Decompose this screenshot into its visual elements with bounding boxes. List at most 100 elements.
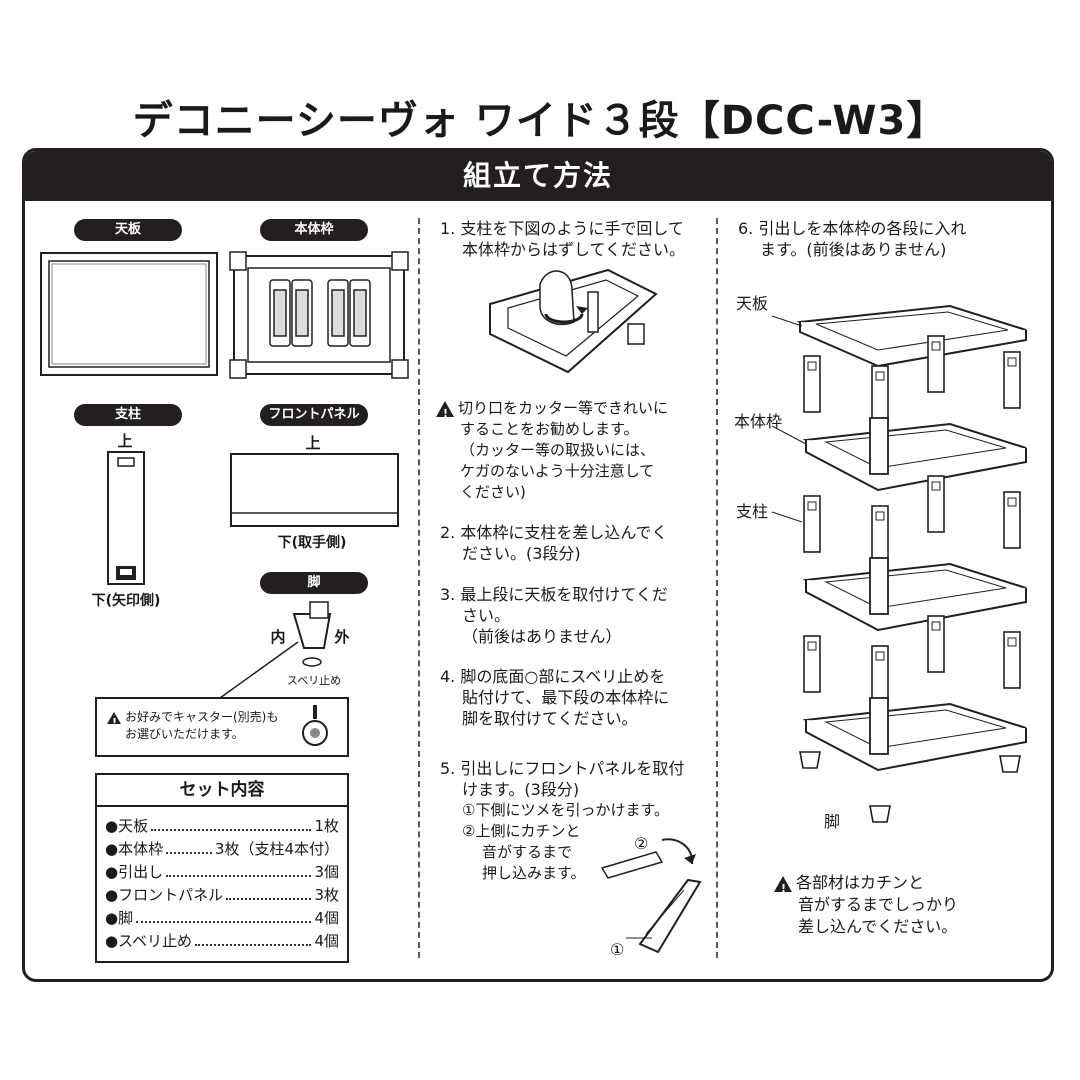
diagram-label-ashi: 脚 [824, 812, 841, 831]
page-title: デコニーシーヴォ ワイド３段【DCC-W3】 [132, 98, 948, 144]
step-5-line6: 押し込みます。 [482, 864, 586, 882]
suberi-label: スベリ止め [286, 674, 342, 687]
frame-side [805, 440, 1027, 492]
shichu-drawing [107, 451, 145, 585]
dot-leader [151, 815, 312, 831]
part-label-tenban: 天板 [74, 219, 182, 241]
step-4-line1: 4. 脚の底面○部にスベリ止めを [440, 667, 666, 686]
set-item-qty: 4個 [314, 932, 339, 950]
frame-inner [824, 429, 1007, 469]
post-slot [875, 651, 885, 661]
frame-inner [824, 569, 1007, 609]
caster-note-text: お好みでキャスター(別売)も お選びいただけます。 [107, 709, 278, 743]
set-item-name: ●引出し [105, 863, 164, 881]
final-note-line3: 差し込んでください。 [798, 917, 958, 936]
set-item-name: ●スベリ止め [105, 932, 193, 950]
step-2-line2: ださい。(3段分) [462, 544, 581, 563]
caster-note-line2: お選びいただけます。 [125, 727, 244, 741]
frame-side [805, 580, 1027, 632]
step-1-line1: 1. 支柱を下図のように手で回して [440, 219, 684, 238]
final-note-line1: 各部材はカチンと [796, 873, 925, 892]
final-note-line2: 音がするまでしっかり [798, 895, 959, 914]
shichu-top-label: 上 [117, 432, 133, 450]
front-panel-top-label: 上 [305, 434, 321, 452]
front-post [869, 417, 889, 475]
step-4-line3: 脚を取付けてください。 [462, 709, 638, 728]
post-slot [931, 481, 941, 491]
step-6-line2: ます。(前後はありません) [760, 240, 947, 259]
dot-leader [195, 930, 312, 946]
step-5-line3: ①下側にツメを引っかけます。 [462, 801, 669, 819]
step-5-line4: ②上側にカチンと [462, 822, 581, 840]
dot-leader [166, 838, 212, 854]
tenban-drawing [40, 252, 218, 376]
column-divider-1 [418, 218, 420, 958]
post-slot [931, 341, 941, 351]
post [871, 645, 889, 703]
warning-line2: することをお勧めします。 [460, 420, 639, 438]
ashi-drawing [292, 601, 332, 667]
set-item-name: ●フロントパネル [105, 886, 224, 904]
post [871, 505, 889, 563]
warning-line3: （カッター等の取扱いには、 [460, 441, 656, 459]
set-item-qty: 3枚 [314, 886, 339, 904]
front-panel-drawing [230, 453, 399, 527]
caster-pointer-line [219, 641, 299, 699]
instruction-panel: 組立て方法 [22, 148, 1054, 982]
post [803, 635, 821, 693]
post [871, 365, 889, 423]
mark-2: ② [634, 834, 649, 853]
warning-line1: 切り口をカッター等できれいに [458, 399, 669, 417]
post [927, 615, 945, 673]
diagram-label-shichu: 支柱 [736, 502, 769, 521]
section-banner: 組立て方法 [25, 151, 1051, 201]
part-label-shichu: 支柱 [74, 404, 182, 426]
step-1-line2: 本体枠からはずしてください。 [462, 240, 686, 259]
warning-line4: ケガのないよう十分注意して [460, 462, 655, 480]
foot [999, 755, 1021, 773]
post-slot [807, 641, 817, 651]
shichu-bottom-label: 下(矢印側) [91, 593, 161, 609]
step-3-line2: さい。 [462, 606, 511, 625]
final-note: 各部材はカチンと 音がするまでしっかり 差し込んでください。 [774, 872, 958, 938]
frame-side [805, 720, 1027, 772]
post-slot [931, 621, 941, 631]
step-2-line1: 2. 本体枠に支柱を差し込んでく [440, 523, 668, 542]
hontaiwaku-drawing [229, 251, 409, 379]
step-5: 5. 引出しにフロントパネルを取付 けます。(3段分) ①下側にツメを引っかけま… [440, 758, 684, 884]
ashi-outer-label: 外 [334, 628, 350, 646]
step-1: 1. 支柱を下図のように手で回して 本体枠からはずしてください。 [440, 218, 685, 260]
step-3: 3. 最上段に天板を取付けてくだ さい。 （前後はありません） [440, 584, 668, 647]
set-contents-item: ●フロントパネル 3枚 [105, 884, 339, 907]
step-5-line1: 5. 引出しにフロントパネルを取付 [440, 759, 685, 778]
part-label-hontaiwaku: 本体枠 [260, 219, 368, 241]
step-1-illustration [489, 268, 658, 374]
part-label-front-panel: フロントパネル [260, 404, 368, 426]
mark-1: ① [610, 940, 625, 959]
step-4-line2: 貼付けて、最下段の本体枠に [462, 688, 670, 707]
step-5-line5: 音がするまで [482, 843, 573, 861]
step-6: 6. 引出しを本体枠の各段に入れ ます。(前後はありません) [738, 218, 966, 260]
ashi-inner-label: 内 [270, 628, 286, 646]
set-contents-item: ●スベリ止め 4個 [105, 930, 339, 953]
set-item-name: ●脚 [105, 909, 134, 927]
set-contents-item: ●引出し 3個 [105, 861, 339, 884]
post-slot [1007, 637, 1017, 647]
set-item-qty: 4個 [314, 909, 339, 927]
post [803, 495, 821, 553]
post [1003, 631, 1021, 689]
step-3-line1: 3. 最上段に天板を取付けてくだ [440, 585, 668, 604]
front-post [869, 557, 889, 615]
front-panel-bottom-label: 下(取手側) [277, 535, 347, 551]
set-item-qty: 3個 [314, 863, 339, 881]
post-slot [1007, 357, 1017, 367]
set-item-name: ●本体枠 [105, 840, 164, 858]
step-2: 2. 本体枠に支柱を差し込んでく ださい。(3段分) [440, 522, 668, 564]
foot [799, 751, 821, 769]
dot-leader [136, 907, 312, 923]
caster-icon [302, 705, 328, 746]
